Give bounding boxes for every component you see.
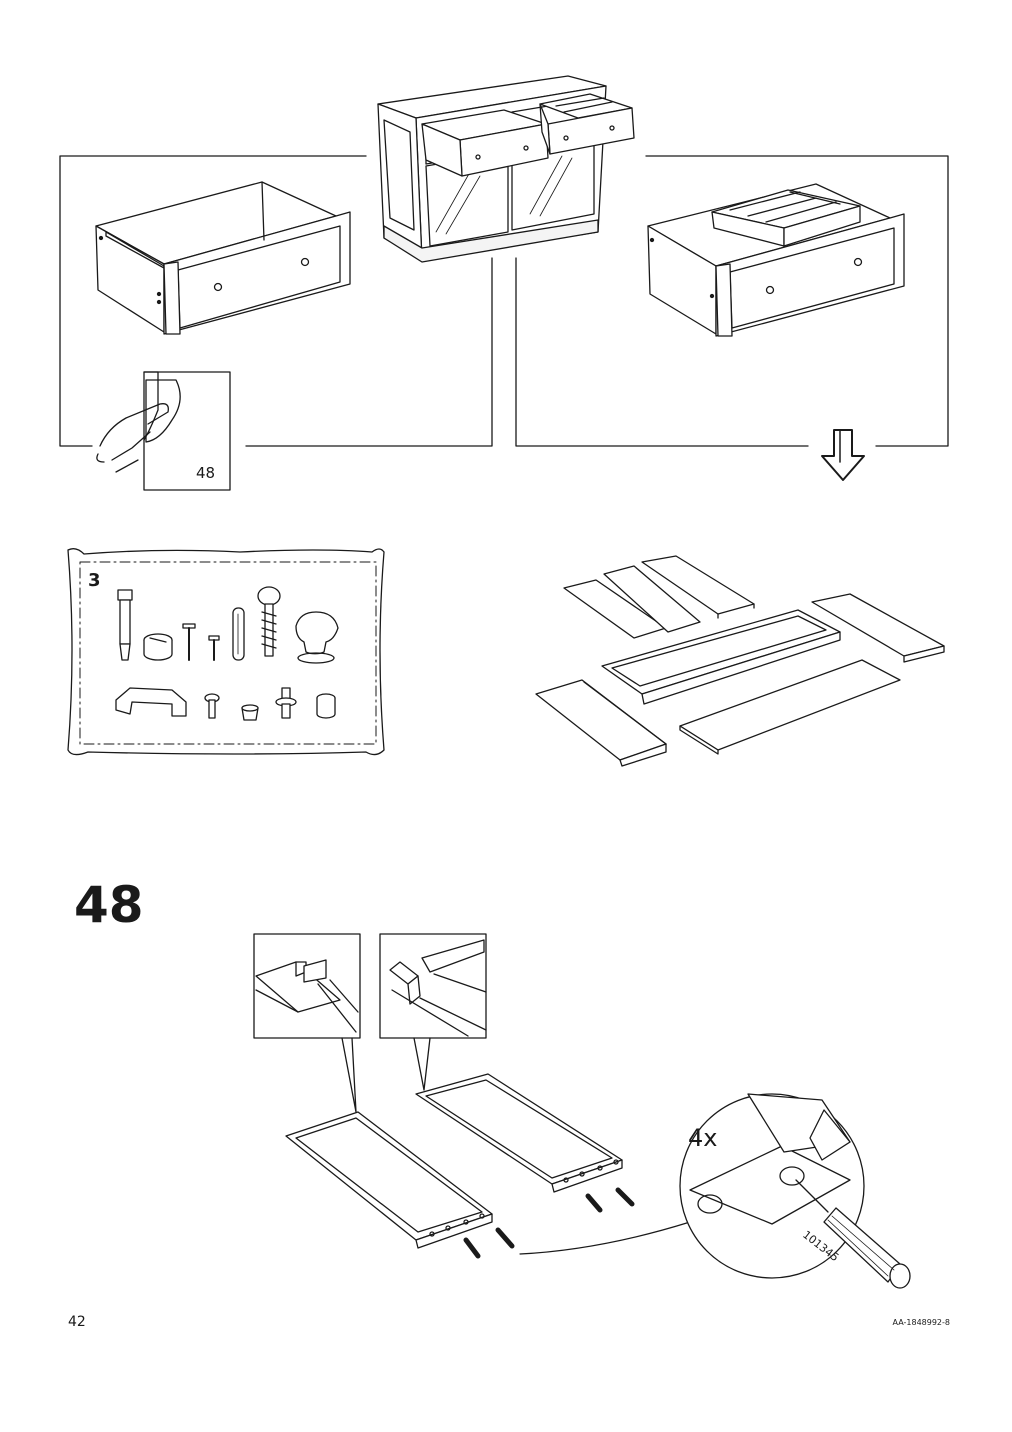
- step-number: 48: [74, 876, 144, 934]
- wood-dowel-icon: [232, 607, 245, 661]
- hammer-icon: [795, 1179, 911, 1289]
- dowel-icon: [463, 1227, 515, 1259]
- continue-arrow-icon: [821, 429, 865, 481]
- plug-icon: [241, 704, 259, 721]
- detail-callout-left: [253, 933, 361, 1113]
- knob-icon: [295, 611, 339, 664]
- overview-frame: [59, 155, 949, 447]
- cam-lock-icon: [143, 633, 173, 661]
- shelf-pin-icon: [275, 687, 297, 719]
- quantity-label: 4x: [688, 1124, 717, 1152]
- small-screw-icon: [204, 693, 220, 719]
- hardware-bag: [67, 548, 385, 756]
- detail-callout-right: [379, 933, 487, 1091]
- document-code: AA-1848992-8: [892, 1318, 950, 1327]
- page-number: 42: [68, 1314, 86, 1330]
- drawer-panels-overview: [535, 555, 945, 767]
- bag-number: 3: [88, 570, 101, 591]
- screw-icon: [182, 623, 220, 661]
- drawer-side-panel-right: [415, 1073, 635, 1213]
- page-reference-icon: [96, 371, 231, 491]
- cam-bolt-icon: [117, 589, 133, 661]
- zoom-circle: [679, 1093, 911, 1289]
- sideboard-illustration: [377, 75, 635, 263]
- drawer-side-panel-left: [285, 1111, 515, 1259]
- dowel-icon: [585, 1187, 635, 1213]
- page-ref-number: 48: [196, 464, 215, 482]
- drawer-stop-icon: [115, 687, 187, 717]
- spacer-icon: [316, 693, 336, 719]
- drawer-right: [647, 183, 905, 337]
- drawer-left: [95, 181, 351, 335]
- long-screw-icon: [257, 586, 281, 657]
